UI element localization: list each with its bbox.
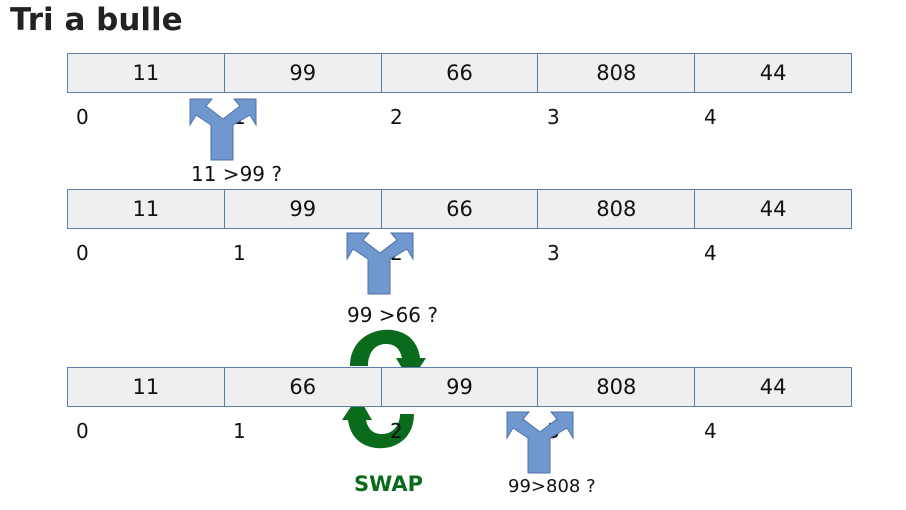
array-cell: 808 [537, 54, 694, 92]
array-cell: 11 [132, 61, 160, 85]
array-cell: 11 [132, 375, 160, 399]
compare-arrow-icon [189, 98, 257, 161]
comparison-label: 99>808 ? [508, 476, 596, 497]
compare-arrow-icon [506, 411, 574, 474]
index-label: 1 [233, 241, 246, 265]
array-cell: 808 [537, 190, 694, 228]
index-label: 4 [704, 105, 717, 129]
array-row-2: 11 99 66 808 44 [67, 189, 852, 229]
index-label: 4 [704, 241, 717, 265]
array-cell: 808 [537, 368, 694, 406]
index-label: 2 [390, 419, 403, 443]
array-row-3: 11 66 99 808 44 [67, 367, 852, 407]
index-label: 1 [233, 419, 246, 443]
swap-label: SWAP [354, 472, 423, 496]
array-cell: 99 [380, 368, 538, 406]
array-cell: 99 [223, 190, 381, 228]
index-label: 3 [547, 105, 560, 129]
index-label: 3 [547, 241, 560, 265]
index-label: 4 [704, 419, 717, 443]
index-label: 2 [390, 105, 403, 129]
compare-arrow-icon [346, 232, 414, 295]
array-cell: 44 [694, 190, 851, 228]
array-cell: 11 [132, 197, 160, 221]
array-cell: 99 [223, 54, 381, 92]
comparison-label: 11 >99 ? [191, 162, 282, 186]
array-cell: 66 [380, 54, 538, 92]
page-title: Tri a bulle [10, 2, 183, 38]
array-cell: 66 [380, 190, 538, 228]
index-label: 0 [76, 241, 89, 265]
array-row-1: 11 99 66 808 44 [67, 53, 852, 93]
array-cell: 44 [694, 368, 851, 406]
index-label: 0 [76, 105, 89, 129]
index-label: 0 [76, 419, 89, 443]
comparison-label: 99 >66 ? [347, 303, 438, 327]
array-cell: 44 [694, 54, 851, 92]
array-cell: 66 [223, 368, 381, 406]
